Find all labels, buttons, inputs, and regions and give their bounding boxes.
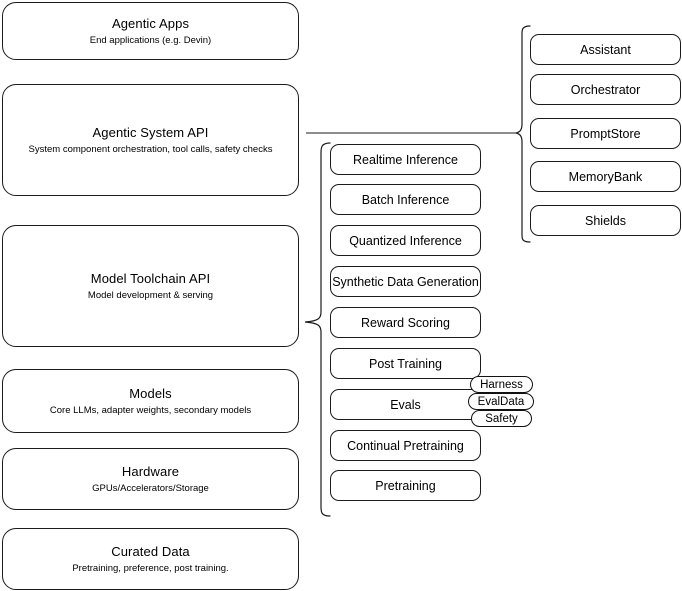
agentic-component-chip-orchestrator[interactable]: Orchestrator: [530, 74, 681, 105]
agentic-component-chip-promptstore[interactable]: PromptStore: [530, 118, 681, 149]
layer-title: Models: [129, 385, 172, 401]
layer-subtitle: Pretraining, preference, post training.: [72, 562, 229, 574]
layer-subtitle: Core LLMs, adapter weights, secondary mo…: [49, 404, 252, 416]
capability-chip-pretraining[interactable]: Pretraining: [330, 470, 481, 501]
agentic-component-label: MemoryBank: [568, 169, 643, 184]
capability-chip-synthetic-data-generation[interactable]: Synthetic Data Generation: [330, 266, 481, 297]
capability-chip-realtime-inference[interactable]: Realtime Inference: [330, 144, 481, 175]
layer-title: Curated Data: [111, 543, 190, 559]
layer-box-models[interactable]: Models Core LLMs, adapter weights, secon…: [2, 369, 299, 433]
layer-title: Model Toolchain API: [90, 270, 211, 286]
agentic-component-chip-assistant[interactable]: Assistant: [530, 34, 681, 65]
evals-badge-label: Safety: [485, 412, 518, 425]
evals-badge-label: EvalData: [477, 395, 525, 408]
capability-label: Evals: [390, 397, 421, 412]
agentic-component-label: PromptStore: [570, 126, 641, 141]
layer-title: Agentic Apps: [111, 15, 190, 31]
capability-label: Synthetic Data Generation: [332, 274, 479, 289]
evals-badge-label: Harness: [480, 378, 523, 391]
layer-subtitle: Model development & serving: [87, 289, 214, 301]
layer-subtitle: End applications (e.g. Devin): [89, 34, 212, 46]
layer-subtitle: System component orchestration, tool cal…: [28, 143, 273, 155]
agentic-component-label: Orchestrator: [570, 82, 641, 97]
capability-chip-reward-scoring[interactable]: Reward Scoring: [330, 307, 481, 338]
agentic-component-chip-shields[interactable]: Shields: [530, 205, 681, 236]
capability-label: Pretraining: [375, 478, 436, 493]
agentic-component-chip-memorybank[interactable]: MemoryBank: [530, 161, 681, 192]
capability-label: Realtime Inference: [353, 152, 458, 167]
layer-box-curated-data[interactable]: Curated Data Pretraining, preference, po…: [2, 528, 299, 590]
layer-box-agentic-apps[interactable]: Agentic Apps End applications (e.g. Devi…: [2, 2, 299, 60]
evals-badge-harness[interactable]: Harness: [470, 376, 533, 393]
capability-label: Quantized Inference: [349, 233, 462, 248]
capability-label: Continual Pretraining: [347, 438, 464, 453]
capability-chip-evals[interactable]: Evals: [330, 389, 481, 420]
layer-box-model-toolchain-api[interactable]: Model Toolchain API Model development & …: [2, 225, 299, 347]
evals-badge-safety[interactable]: Safety: [471, 410, 532, 427]
agentic-component-label: Shields: [585, 213, 626, 228]
agentic-component-label: Assistant: [580, 42, 631, 57]
capability-label: Reward Scoring: [361, 315, 450, 330]
capability-chip-post-training[interactable]: Post Training: [330, 348, 481, 379]
layer-box-agentic-system-api[interactable]: Agentic System API System component orch…: [2, 84, 299, 196]
evals-badge-evaldata[interactable]: EvalData: [468, 393, 534, 410]
layer-title: Hardware: [121, 463, 180, 479]
capability-label: Batch Inference: [361, 192, 450, 207]
layer-box-hardware[interactable]: Hardware GPUs/Accelerators/Storage: [2, 448, 299, 510]
capability-chip-batch-inference[interactable]: Batch Inference: [330, 184, 481, 215]
capability-label: Post Training: [369, 356, 442, 371]
capability-chip-quantized-inference[interactable]: Quantized Inference: [330, 225, 481, 256]
layer-title: Agentic System API: [92, 124, 209, 140]
capability-chip-continual-pretraining[interactable]: Continual Pretraining: [330, 430, 481, 461]
layer-subtitle: GPUs/Accelerators/Storage: [92, 482, 209, 494]
